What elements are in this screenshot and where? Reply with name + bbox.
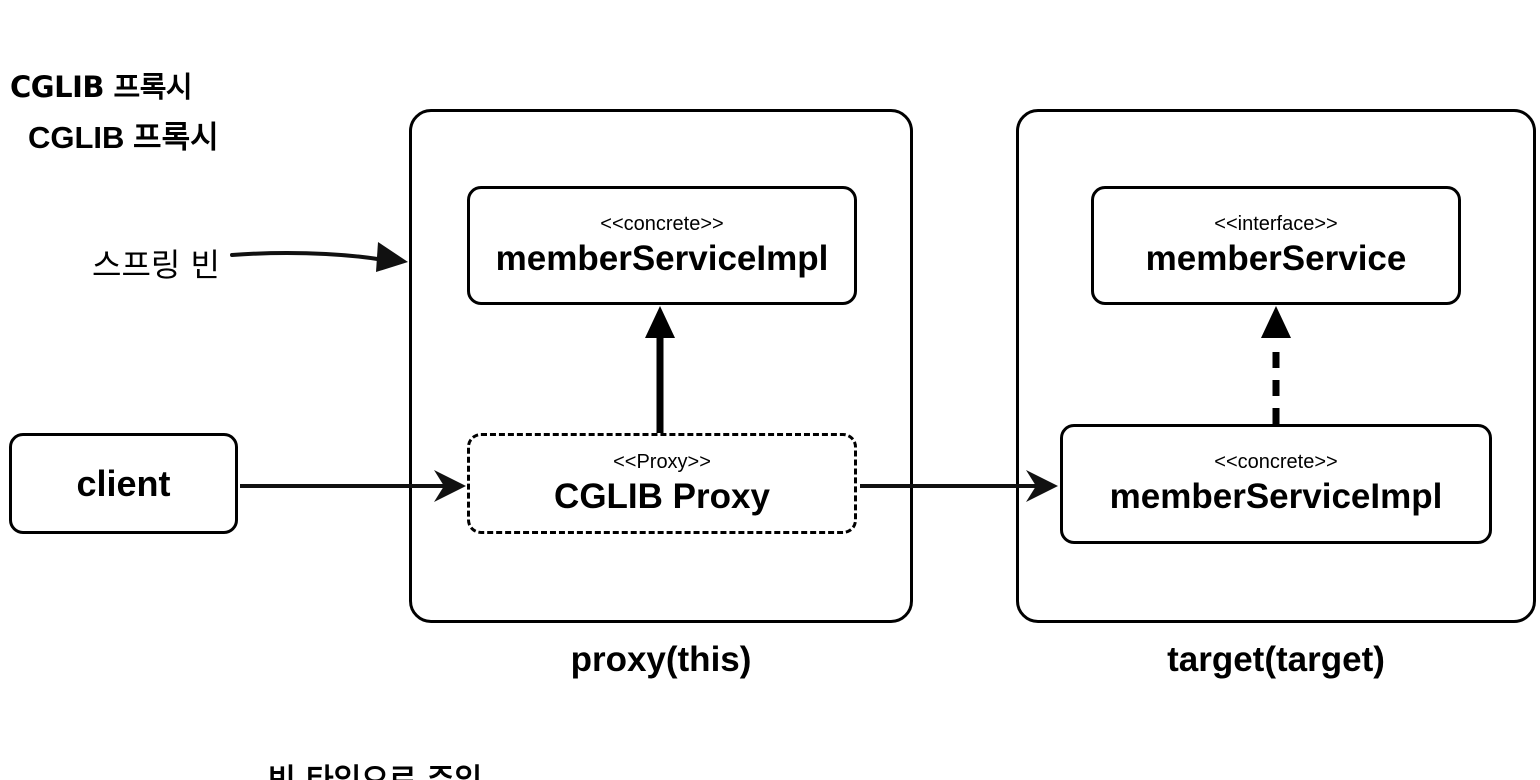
proxy-superclass-box: <<concrete>> memberServiceImpl bbox=[467, 186, 857, 305]
target-container bbox=[1016, 109, 1536, 623]
interface-box: <<interface>> memberService bbox=[1091, 186, 1461, 305]
stereotype-label: <<interface>> bbox=[1214, 212, 1338, 235]
target-impl-box: <<concrete>> memberServiceImpl bbox=[1060, 424, 1492, 544]
diagram-heading: CGLIB 프록시 bbox=[10, 70, 193, 104]
proxy-caption: proxy(this) bbox=[570, 640, 752, 679]
diagram-subheading: CGLIB 프록시 bbox=[28, 120, 219, 155]
client-to-proxy-arrowhead bbox=[434, 470, 466, 502]
client-label: client bbox=[76, 462, 171, 504]
stereotype-label: <<Proxy>> bbox=[613, 450, 711, 473]
proxy-container bbox=[409, 109, 913, 623]
stereotype-label: <<concrete>> bbox=[1214, 451, 1338, 473]
stereotype-label: <<concrete>> bbox=[600, 212, 724, 235]
realization-arrowhead bbox=[1261, 306, 1291, 338]
proxy-to-target-arrowhead bbox=[1026, 470, 1058, 502]
class-name-label: CGLIB Proxy bbox=[554, 476, 770, 516]
spring-bean-arrow bbox=[230, 250, 397, 264]
inheritance-arrowhead bbox=[645, 306, 675, 338]
class-name-label: memberServiceImpl bbox=[495, 238, 829, 278]
footer-partial-text: 빈 타입으로 주입 bbox=[268, 764, 482, 780]
class-name-label: memberServiceImpl bbox=[1109, 477, 1443, 516]
interface-name-label: memberService bbox=[1145, 238, 1407, 278]
spring-bean-label: 스프링 빈 bbox=[92, 246, 220, 284]
spring-bean-arrowhead bbox=[376, 242, 408, 272]
cglib-proxy-box: <<Proxy>> CGLIB Proxy bbox=[467, 433, 857, 534]
target-caption: target(target) bbox=[1167, 640, 1385, 679]
client-box: client bbox=[9, 433, 238, 534]
